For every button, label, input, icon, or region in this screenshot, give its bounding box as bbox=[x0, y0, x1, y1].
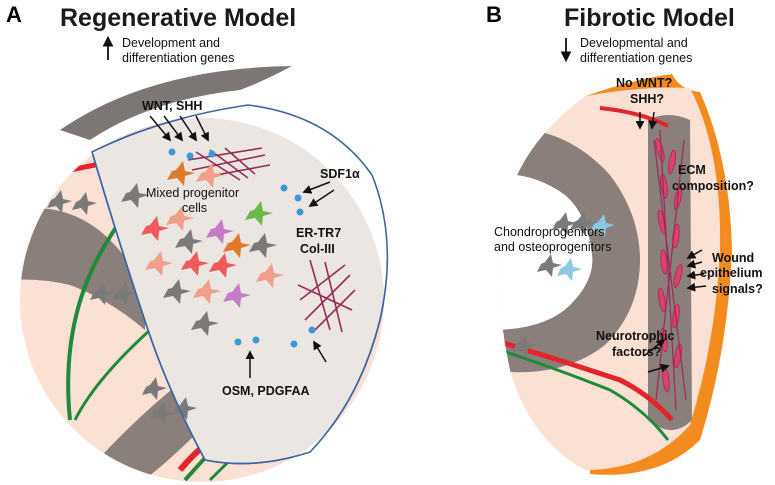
label-chondro-line1: Chondroprogenitors bbox=[494, 225, 605, 239]
label-chondro-line2: and osteoprogenitors bbox=[494, 240, 611, 254]
progenitor-cell-icon bbox=[249, 233, 277, 258]
fibroblast-icon bbox=[655, 137, 665, 163]
panel-a-direction-note-line2: differentiation genes bbox=[122, 51, 234, 65]
fibroblast-icon bbox=[667, 149, 677, 175]
blastema-border bbox=[91, 104, 389, 465]
fibroblast-icon bbox=[673, 263, 683, 289]
label-osm-pdgfaa: OSM, PDGFAA bbox=[222, 384, 310, 398]
progenitor-cell-icon bbox=[193, 279, 221, 304]
progenitor-cell-icon bbox=[121, 183, 149, 208]
label-wound-line1: Wound bbox=[712, 251, 754, 265]
progenitor-cell-icon bbox=[196, 163, 224, 188]
label-ecm-line1: ECM bbox=[678, 163, 706, 177]
panel-a-arrows bbox=[149, 115, 335, 378]
progenitor-cell-icon bbox=[223, 233, 251, 258]
ecm-fibers-right bbox=[297, 259, 356, 333]
label-ecm-line2: composition? bbox=[672, 179, 754, 193]
panel-b-direction-note-line2: differentiation genes bbox=[580, 51, 692, 65]
panel-b-letter: B bbox=[486, 2, 502, 27]
progenitor-cell-icon bbox=[145, 251, 173, 276]
progenitor-cell-icon bbox=[191, 311, 219, 336]
ecm-fibers-top bbox=[187, 147, 271, 181]
progenitor-cell-icon bbox=[163, 279, 191, 304]
panel-a: A Regenerative Model Development and dif… bbox=[6, 2, 389, 482]
label-mixed-progenitor-line2: cells bbox=[182, 201, 207, 215]
label-neurotrophic-line1: Neurotrophic bbox=[596, 329, 675, 343]
label-ertr7-line1: ER-TR7 bbox=[296, 226, 341, 240]
label-wound-line2: epithelium bbox=[700, 266, 763, 280]
progenitor-cell-icon bbox=[256, 263, 284, 288]
panel-b-direction-note-line1: Developmental and bbox=[580, 36, 688, 50]
panel-a-direction-note-line1: Development and bbox=[122, 36, 220, 50]
progenitor-cell-icon bbox=[141, 216, 169, 241]
growth-factor-dot-icon bbox=[296, 208, 304, 216]
progenitor-cell-icon bbox=[245, 201, 273, 226]
growth-factor-dot-icon bbox=[208, 150, 216, 158]
progenitor-cell-icon bbox=[181, 251, 209, 276]
panel-b-limb-section bbox=[498, 87, 721, 471]
growth-factor-dot-icon bbox=[252, 336, 260, 344]
growth-factor-dot-icon bbox=[234, 338, 242, 346]
progenitor-cell-icon bbox=[206, 219, 234, 244]
label-no-wnt-line1: No WNT? bbox=[616, 76, 672, 90]
progenitor-cells bbox=[121, 161, 284, 336]
panel-b-title: Fibrotic Model bbox=[564, 4, 735, 32]
label-sdf1a: SDF1α bbox=[320, 167, 360, 181]
growth-factor-dot-icon bbox=[308, 326, 316, 334]
label-wound-line3: signals? bbox=[712, 282, 763, 296]
progenitor-cell-icon bbox=[166, 206, 194, 231]
panel-b-bone bbox=[498, 128, 640, 373]
label-wnt-shh: WNT, SHH bbox=[142, 99, 202, 113]
fibroblast-icon bbox=[657, 287, 667, 313]
growth-factor-dot-icon bbox=[290, 340, 298, 348]
label-ertr7-line2: Col-III bbox=[300, 242, 335, 256]
osteoprogenitor-icon bbox=[557, 258, 582, 281]
panel-a-limb-section bbox=[20, 118, 384, 482]
growth-factor-dot-icon bbox=[280, 184, 288, 192]
label-neurotrophic-line2: factors? bbox=[612, 345, 661, 359]
label-mixed-progenitor-line1: Mixed progenitor bbox=[146, 186, 239, 200]
growth-factor-dot-icon bbox=[168, 148, 176, 156]
progenitor-cell-icon bbox=[223, 283, 251, 308]
panel-b-ecm-fibers bbox=[653, 129, 687, 411]
label-no-wnt-line2: SHH? bbox=[630, 92, 664, 106]
panel-a-title: Regenerative Model bbox=[60, 4, 296, 32]
panel-a-top-cap bbox=[60, 66, 292, 140]
progenitor-cell-icon bbox=[175, 229, 203, 254]
chondroprogenitor-icon bbox=[590, 214, 615, 237]
progenitor-cell-icon bbox=[167, 161, 195, 186]
panel-b: B Fibrotic Model Developmental and diffe… bbox=[486, 2, 763, 475]
growth-factor-dots bbox=[168, 148, 316, 348]
growth-factor-dot-icon bbox=[186, 152, 194, 160]
blastema-content bbox=[121, 147, 356, 348]
panel-b-arrows bbox=[635, 111, 707, 373]
panel-a-letter: A bbox=[6, 2, 22, 27]
progenitor-cell-icon bbox=[209, 253, 237, 278]
growth-factor-dot-icon bbox=[294, 194, 302, 202]
